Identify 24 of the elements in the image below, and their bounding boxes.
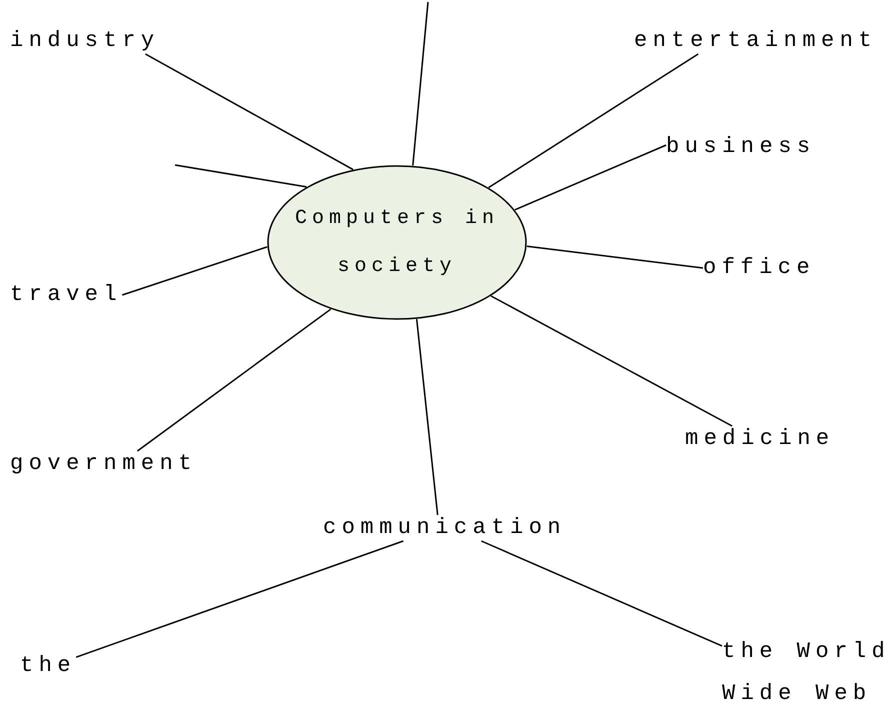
connector-line: [490, 295, 732, 427]
connector-line: [136, 308, 332, 452]
connector-line: [412, 2, 429, 166]
branch-label: business: [666, 134, 816, 160]
connector-line: [416, 319, 438, 516]
connector-line: [481, 540, 722, 647]
connector-line: [526, 245, 704, 269]
topic-ellipse: [267, 165, 527, 320]
branch-label: industry: [10, 28, 160, 54]
connector-line: [488, 53, 699, 188]
branch-label: office: [703, 255, 816, 281]
branch-label: the: [20, 653, 76, 679]
branch-label: communication: [323, 515, 566, 541]
branch-label: entertainment: [634, 28, 878, 54]
connector-line: [174, 164, 307, 188]
connector-line: [514, 144, 666, 211]
branch-label: medicine: [685, 426, 835, 452]
connector-line: [145, 53, 354, 170]
branch-label: government: [10, 451, 198, 477]
connector-line: [76, 540, 404, 658]
topic-label: Computers in society: [294, 206, 500, 280]
branch-label: the World Wide Web: [722, 631, 894, 713]
connector-line: [122, 246, 268, 296]
branch-label: travel: [10, 282, 122, 308]
